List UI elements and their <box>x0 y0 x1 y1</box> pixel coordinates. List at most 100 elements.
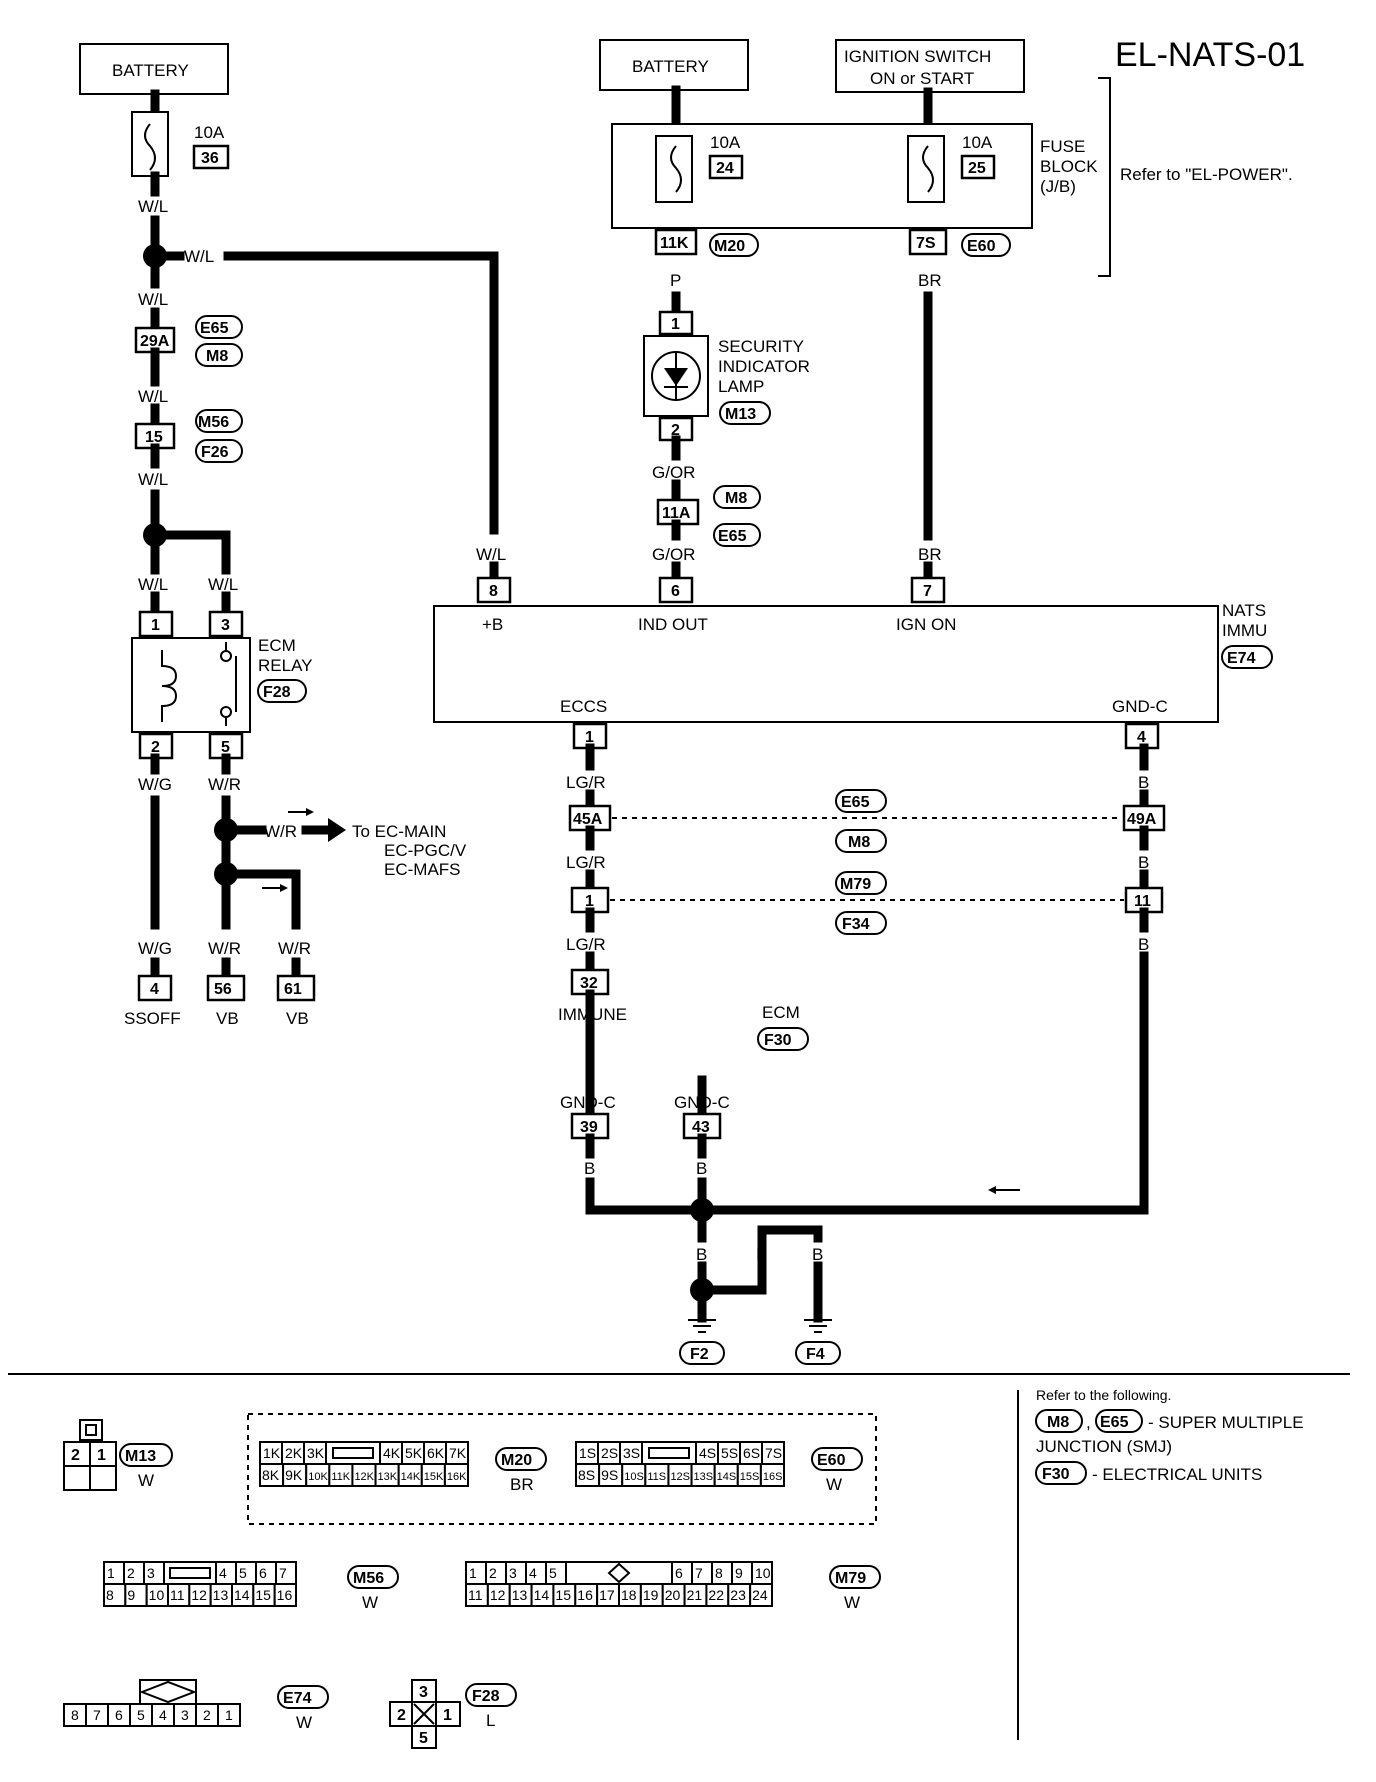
pin-label: 16 <box>577 1587 593 1603</box>
fuse-25-amp: 10A <box>962 133 993 152</box>
conn-11k: 11K <box>660 235 689 252</box>
connector-color: BR <box>510 1475 534 1494</box>
fuse-25-icon <box>922 145 934 193</box>
pin-label: 3S <box>623 1445 640 1461</box>
refer-el-power: Refer to "EL-POWER". <box>1120 165 1293 184</box>
f28-pin-3: 3 <box>419 1684 428 1701</box>
pin-label: 24 <box>752 1587 768 1603</box>
connector-id: M20 <box>501 1452 532 1469</box>
f30-tag: F30 <box>764 1032 792 1049</box>
relay-pin-2: 2 <box>151 739 160 756</box>
pin-label: 2 <box>203 1707 211 1723</box>
relay-pin-5: 5 <box>221 739 230 756</box>
connector-id: E60 <box>817 1452 846 1469</box>
vb-label-2: VB <box>286 1009 309 1028</box>
immu-name-2: IMMU <box>1222 621 1267 640</box>
pin-label: 13 <box>213 1587 229 1603</box>
connector-m13: 2 1 M13 W <box>63 1419 173 1491</box>
fuse-block-connector-group <box>247 1413 877 1525</box>
e74-key-icon <box>139 1680 197 1704</box>
pin-label: 20 <box>665 1587 681 1603</box>
pin-label: 8 <box>71 1707 79 1723</box>
lamp-pin-1: 1 <box>671 316 680 333</box>
wire-wg-2: W/G <box>138 939 172 958</box>
legend-smj-1: - SUPER MULTIPLE <box>1148 1413 1304 1432</box>
connector-key-icon <box>607 1562 631 1584</box>
bracket-icon <box>1098 77 1111 277</box>
pin-label: 11K <box>331 1471 350 1483</box>
pin-label: 6 <box>259 1565 267 1581</box>
immu-name-1: NATS <box>1222 601 1266 620</box>
relay-wire-wl-right: W/L <box>208 575 238 594</box>
ground-flow-arrow-icon <box>988 1186 996 1194</box>
fuse-24-no: 24 <box>716 160 734 177</box>
f34-tag: F34 <box>842 916 870 933</box>
pin-label: 5 <box>239 1565 247 1581</box>
lamp-conn-m13: M13 <box>725 406 756 423</box>
pin-label: 11 <box>170 1587 185 1603</box>
pin-label: 6 <box>675 1565 683 1581</box>
pin-label: 4 <box>219 1565 227 1581</box>
immu-pin-8: 8 <box>489 583 498 600</box>
pin-label: 18 <box>621 1587 637 1603</box>
wire-b-7: B <box>756 1245 767 1264</box>
pin-label: 12 <box>191 1587 207 1603</box>
relay-pin-1: 1 <box>151 617 160 634</box>
pin-label: 10K <box>308 1471 328 1483</box>
connector-color: W <box>362 1593 378 1612</box>
pin-label: 10S <box>624 1471 644 1483</box>
conn-45a: 45A <box>573 811 603 828</box>
e60-tag: E60 <box>967 238 996 255</box>
fuse-block-text-2: BLOCK <box>1040 157 1098 176</box>
immu-pin-4: 4 <box>1137 729 1146 746</box>
pin-label: 3 <box>147 1565 155 1581</box>
pin-label: 11S <box>647 1471 666 1483</box>
m8-tag-2: M8 <box>725 490 747 507</box>
ecm-pin-61: 61 <box>284 981 302 998</box>
pin-label: 7K <box>449 1445 467 1461</box>
legend: Refer to the following. M8 , E65 - SUPER… <box>1035 1387 1304 1485</box>
pin-label: 15 <box>255 1587 271 1603</box>
wire-b-1: B <box>1138 773 1149 792</box>
pin-label: 12K <box>354 1471 374 1483</box>
relay-conn-f28: F28 <box>263 684 291 701</box>
pin-label: 2K <box>285 1445 303 1461</box>
pin-label: 19 <box>643 1587 659 1603</box>
immu-wire-wl: W/L <box>476 545 506 564</box>
wire-label-wl-4: W/L <box>138 387 168 406</box>
m13-color: W <box>138 1471 154 1490</box>
f28-id: F28 <box>472 1688 500 1705</box>
pin-label: 12S <box>670 1471 690 1483</box>
f26-tag: F26 <box>201 444 229 461</box>
pin-label: 5K <box>405 1445 423 1461</box>
pin-label: 14 <box>234 1587 250 1603</box>
pin-label: 6K <box>427 1445 445 1461</box>
pin-label: 14 <box>534 1587 550 1603</box>
fuse-36-amp: 10A <box>194 123 225 142</box>
lamp-name-1: SECURITY <box>718 337 804 356</box>
gndc-39-label: GND-C <box>560 1093 616 1112</box>
wire-p: P <box>670 271 681 290</box>
arrow-to-ec-main-icon <box>328 818 346 842</box>
pin-label: 9S <box>601 1467 618 1483</box>
wire-br-1: BR <box>918 271 942 290</box>
wire-b-4: B <box>584 1159 595 1178</box>
f28-pin-5: 5 <box>419 1730 428 1747</box>
e65-tag-1: E65 <box>200 320 229 337</box>
battery-left-label: BATTERY <box>112 61 189 80</box>
pin-label: 7S <box>765 1445 782 1461</box>
f4-tag: F4 <box>806 1346 825 1363</box>
pin-label: 4 <box>159 1707 167 1723</box>
left-power-chain: BATTERY 10A 36 W/L W/L W/L 29A E65 M8 W/… <box>79 43 499 575</box>
wire-label-wl-1: W/L <box>138 197 168 216</box>
fuse-24-amp: 10A <box>710 133 741 152</box>
legend-e65: E65 <box>1100 1414 1129 1431</box>
conn-7s: 7S <box>916 235 936 252</box>
pin-label: 14K <box>401 1471 421 1483</box>
legend-refer: Refer to the following. <box>1036 1387 1171 1403</box>
svg-text:,: , <box>1086 1413 1091 1432</box>
wire-lgr-2: LG/R <box>566 853 606 872</box>
pin-label: 6S <box>743 1445 760 1461</box>
m13-pin-1: 1 <box>97 1447 106 1464</box>
